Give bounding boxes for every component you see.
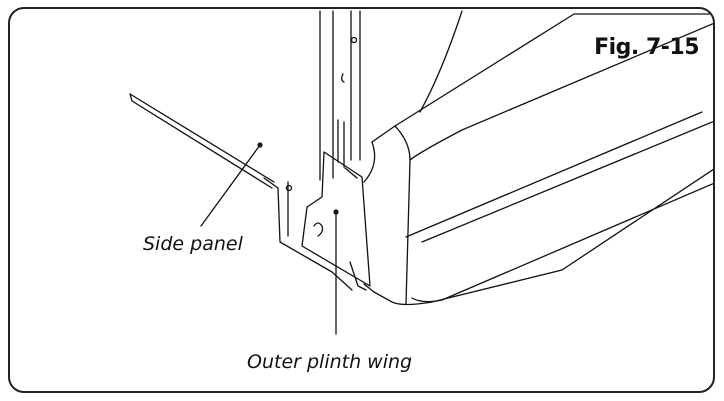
cabinet-vertical-edges (319, 10, 361, 181)
figure-frame: Fig. 7-15 Side panel Outer plinth wing (8, 7, 715, 393)
plinth-installation-drawing (129, 10, 713, 335)
side-panel-edge (129, 93, 279, 189)
drum-curve (419, 10, 463, 113)
plinth-bar (363, 13, 713, 306)
side-panel-leader-dot (257, 142, 263, 148)
side-panel-leader (200, 144, 261, 227)
figure-number-label: Fig. 7-15 (594, 35, 699, 60)
frame-bracket (277, 181, 367, 291)
outer-plinth-wing-callout: Outer plinth wing (247, 351, 413, 373)
side-panel-callout: Side panel (143, 233, 243, 255)
plinth-wing-shape (301, 151, 371, 287)
plinth-wing-leader-dot (333, 209, 339, 215)
